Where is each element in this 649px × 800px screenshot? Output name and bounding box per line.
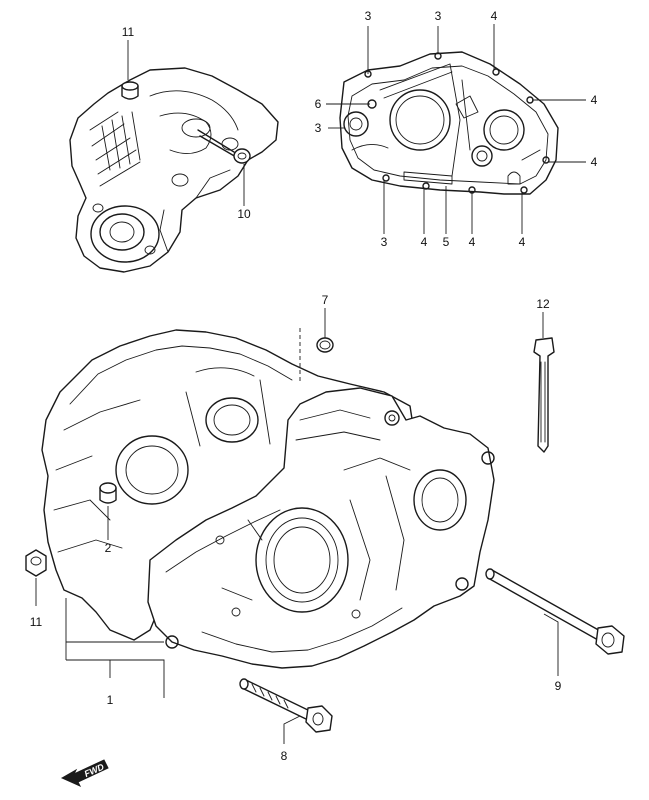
callout-4-top: 4 — [491, 9, 498, 23]
callout-3-top-left: 3 — [365, 9, 372, 23]
callout-11-top: 11 — [122, 25, 135, 39]
callout-2: 2 — [105, 541, 112, 555]
callout-8: 8 — [281, 749, 288, 763]
callout-7: 7 — [322, 293, 329, 307]
nut-part-11 — [25, 549, 47, 577]
callout-4-bottom-1: 4 — [421, 235, 428, 249]
callout-3-left: 3 — [315, 121, 322, 135]
left-crankcase-half-drawing — [69, 67, 279, 273]
callout-4-right: 4 — [591, 155, 598, 169]
long-bolt-part-9 — [485, 568, 625, 655]
leader-lines — [35, 24, 586, 744]
callout-1: 1 — [107, 693, 114, 707]
short-bolt-part-8 — [239, 678, 333, 733]
callout-12: 12 — [536, 297, 550, 311]
main-crankcase-assembly-drawing — [41, 329, 495, 669]
fwd-label: FWD — [83, 761, 106, 779]
tie-strap-part-12 — [533, 337, 555, 453]
forward-arrow-icon: FWD — [60, 759, 109, 788]
inner-crankcase-face-drawing — [339, 51, 559, 195]
callout-4-bottom-3: 4 — [519, 235, 526, 249]
callout-3-top: 3 — [435, 9, 442, 23]
callout-4-bottom-2: 4 — [469, 235, 476, 249]
callout-9: 9 — [555, 679, 562, 693]
callout-11-left: 11 — [30, 615, 43, 629]
callout-numbers: 11 10 3 3 4 6 3 4 4 3 4 5 4 4 7 12 2 11 … — [30, 9, 598, 763]
callout-4-right-top: 4 — [591, 93, 598, 107]
callout-5: 5 — [443, 235, 450, 249]
callout-3-bottom: 3 — [381, 235, 388, 249]
callout-6: 6 — [315, 97, 322, 111]
callout-10: 10 — [237, 207, 251, 221]
